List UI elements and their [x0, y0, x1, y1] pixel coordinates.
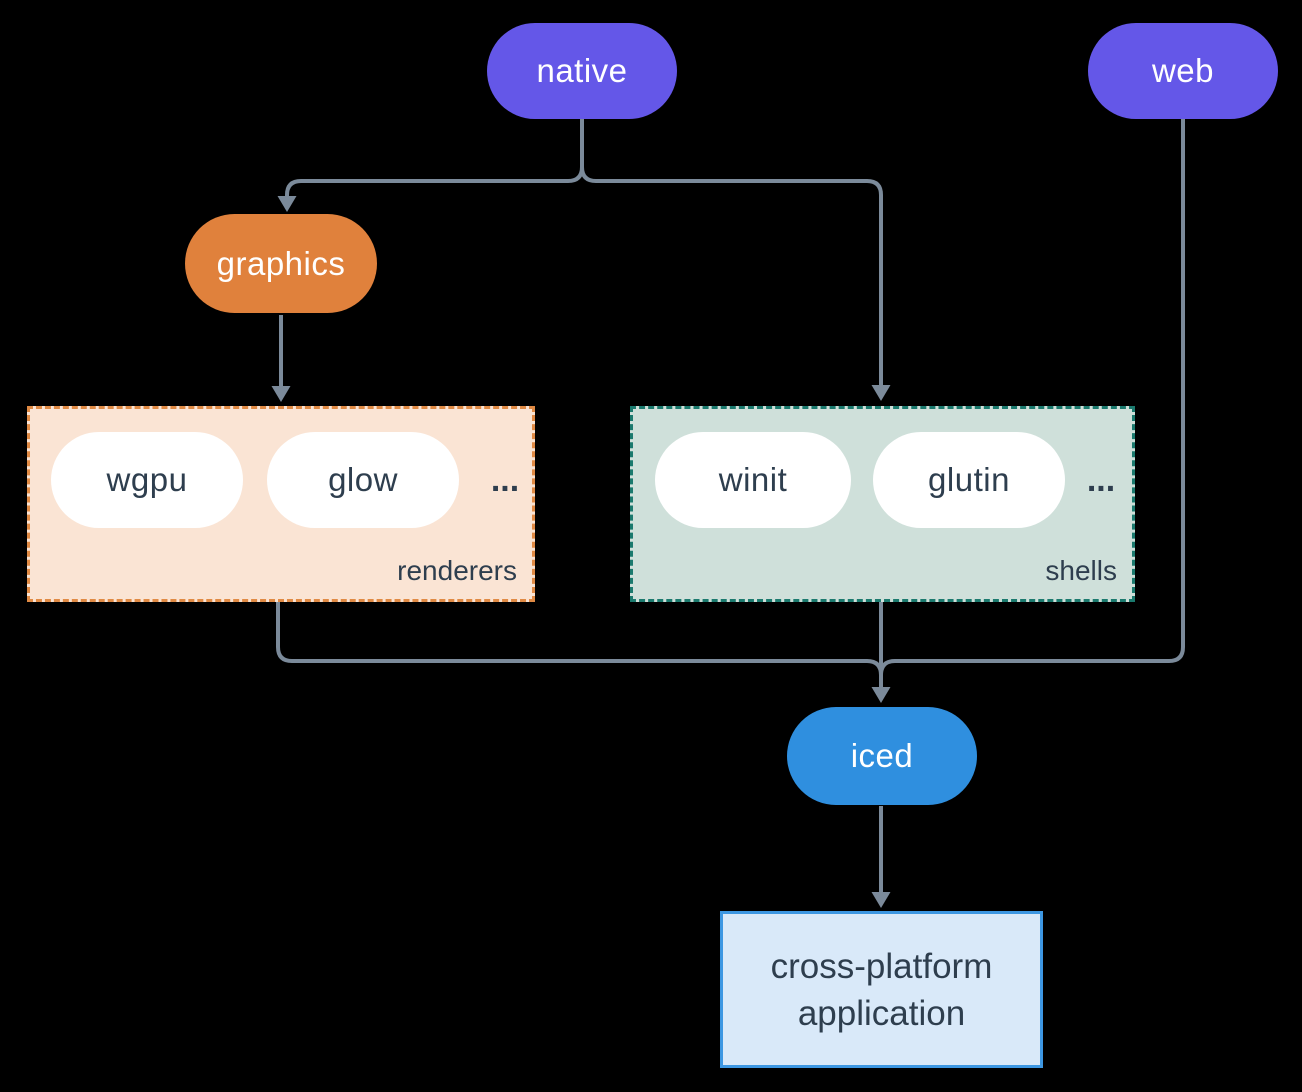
arrowhead-graphics [277, 196, 297, 212]
renderers-group-label: renderers [397, 555, 517, 586]
node-graphics: graphics [185, 214, 377, 313]
node-web: web [1088, 23, 1278, 119]
arrowhead-application [871, 892, 891, 908]
node-cross-platform-application: cross-platform application [720, 911, 1043, 1068]
node-native-label: native [536, 52, 628, 89]
connector-native-to-shells [580, 166, 883, 387]
connector-native-to-graphics [285, 166, 584, 198]
connector-renderers-to-iced [276, 601, 883, 676]
shells-group-label: shells [1045, 555, 1117, 586]
arrowhead-shells [871, 385, 891, 401]
node-iced: iced [787, 707, 977, 805]
node-wgpu: wgpu [51, 432, 243, 528]
node-web-label: web [1151, 52, 1215, 89]
node-glow: glow [267, 432, 459, 528]
arrowhead-iced [871, 687, 891, 703]
node-graphics-label: graphics [216, 244, 346, 282]
renderers-ellipsis: ... [490, 460, 520, 499]
node-glutin: glutin [873, 432, 1065, 528]
node-winit: winit [655, 432, 851, 528]
application-label-line1: cross-platform [770, 946, 993, 986]
node-iced-label: iced [850, 737, 914, 774]
arrowhead-renderers [271, 386, 291, 402]
group-renderers: wgpu glow ... renderers [27, 406, 535, 602]
shells-ellipsis: ... [1086, 460, 1116, 499]
node-glutin-label: glutin [928, 461, 1010, 498]
node-wgpu-label: wgpu [106, 461, 188, 498]
node-winit-label: winit [718, 461, 788, 498]
group-shells: winit glutin ... shells [630, 406, 1135, 602]
node-glow-label: glow [328, 461, 398, 498]
node-native: native [487, 23, 677, 119]
application-label-line2: application [797, 993, 966, 1033]
